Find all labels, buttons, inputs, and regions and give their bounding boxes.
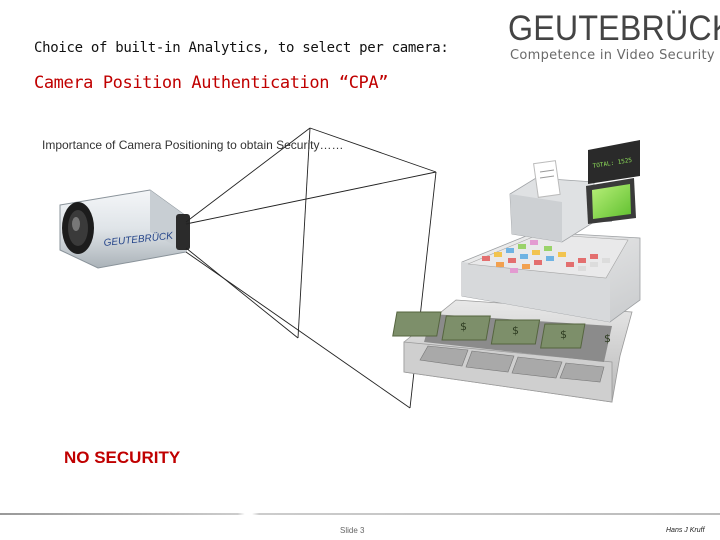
intro-text: Choice of built-in Analytics, to select …	[34, 40, 449, 56]
svg-text:$: $	[604, 332, 611, 345]
svg-text:$: $	[460, 320, 467, 333]
field-of-view-lines	[185, 127, 437, 409]
camera: GEUTEBRÜCK	[59, 189, 190, 269]
cash-bills: $ $ $ $	[392, 311, 611, 349]
slide-number: Slide 3	[340, 526, 365, 535]
geutebruck-logo: GEUTEBRÜCK Competence in Video Security	[506, 10, 720, 64]
logo-tagline: Competence in Video Security	[510, 48, 715, 63]
logo-wordmark: GEUTEBRÜCK	[508, 9, 720, 48]
author-name: Hans J Kruff	[666, 527, 705, 534]
no-security-alert: NO SECURITY	[64, 448, 181, 467]
slide-title: Camera Position Authentication “CPA”	[34, 73, 389, 93]
svg-text:$: $	[512, 324, 519, 337]
keypad	[482, 240, 610, 273]
svg-text:$: $	[560, 328, 567, 341]
cash-register: $ $ $ $	[392, 140, 641, 403]
footer-divider	[0, 513, 720, 515]
subtitle: Importance of Camera Positioning to obta…	[42, 138, 344, 152]
